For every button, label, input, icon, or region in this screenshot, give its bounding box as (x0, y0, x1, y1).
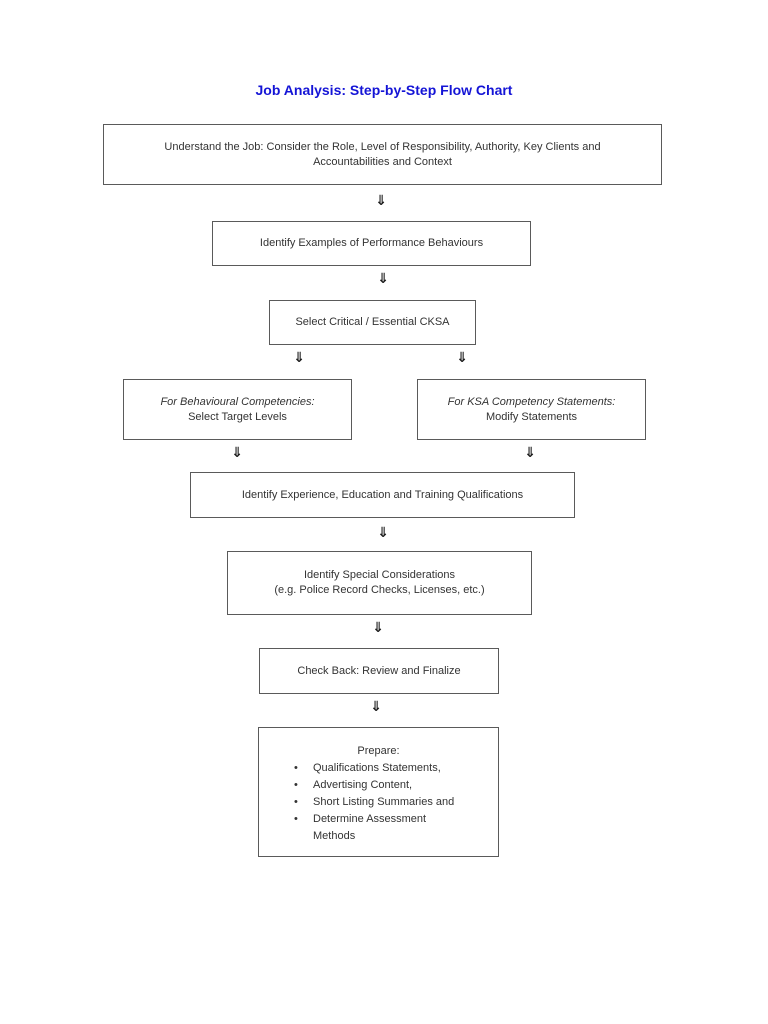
flow-box-text-line: Select Critical / Essential CKSA (295, 316, 450, 328)
flow-box-prepare: Prepare: • Qualifications Statements, • … (258, 727, 499, 857)
flow-box-text-line: Identify Examples of Performance Behavio… (259, 237, 484, 249)
flow-box-heading: For Behavioural Competencies: (160, 395, 315, 408)
down-arrow-icon: ⇓ (293, 350, 305, 366)
list-item-text: Qualifications Statements, (313, 762, 441, 774)
flow-box-heading: Prepare: (357, 745, 400, 757)
bullet-icon: • (294, 779, 298, 791)
down-arrow-icon: ⇓ (377, 525, 389, 541)
flow-box-text-line: Modify Statements (485, 410, 578, 423)
prepare-bullet-list: • Qualifications Statements, • Advertisi… (292, 760, 454, 845)
flow-box-check-back: Check Back: Review and Finalize (259, 648, 499, 694)
down-arrow-icon: ⇓ (231, 445, 243, 461)
flow-box-text-line: Identify Special Considerations (303, 569, 456, 581)
list-item-text: Short Listing Summaries and (313, 796, 455, 808)
flow-box-select-cksa: Select Critical / Essential CKSA (269, 300, 476, 345)
down-arrow-icon: ⇓ (370, 699, 382, 715)
down-arrow-icon: ⇓ (375, 193, 387, 209)
flow-box-qualifications: Identify Experience, Education and Train… (190, 472, 575, 518)
flow-box-text-line: Understand the Job: Consider the Role, L… (164, 140, 601, 153)
bullet-icon: • (294, 813, 298, 825)
flow-box-special-considerations: Identify Special Considerations (e.g. Po… (227, 551, 532, 615)
page-title: Job Analysis: Step-by-Step Flow Chart (255, 82, 513, 98)
down-arrow-icon: ⇓ (524, 445, 536, 461)
flow-box-understand-job: Understand the Job: Consider the Role, L… (103, 124, 662, 185)
flow-box-text-line: Accountabilities and Context (313, 155, 452, 168)
list-item: • Determine Assessment Methods (292, 811, 431, 845)
list-item: • Advertising Content, (292, 777, 454, 794)
list-item: • Qualifications Statements, (292, 760, 454, 777)
list-item-text: Determine Assessment Methods (313, 813, 427, 842)
flow-box-text-line: (e.g. Police Record Checks, Licenses, et… (274, 584, 485, 596)
bullet-icon: • (294, 796, 298, 808)
flow-box-behavioural-competencies: For Behavioural Competencies: Select Tar… (123, 379, 352, 440)
flow-box-identify-examples: Identify Examples of Performance Behavio… (212, 221, 531, 266)
flow-box-ksa-statements: For KSA Competency Statements: Modify St… (417, 379, 646, 440)
list-item: • Short Listing Summaries and (292, 794, 454, 811)
flow-box-heading: For KSA Competency Statements: (447, 395, 616, 408)
down-arrow-icon: ⇓ (372, 620, 384, 636)
list-item-text: Advertising Content, (313, 779, 413, 791)
down-arrow-icon: ⇓ (377, 271, 389, 287)
flow-box-text-line: Check Back: Review and Finalize (297, 664, 461, 677)
flow-box-text-line: Identify Experience, Education and Train… (241, 488, 524, 501)
bullet-icon: • (294, 762, 298, 774)
flow-box-text-line: Select Target Levels (188, 410, 287, 423)
down-arrow-icon: ⇓ (456, 350, 468, 366)
